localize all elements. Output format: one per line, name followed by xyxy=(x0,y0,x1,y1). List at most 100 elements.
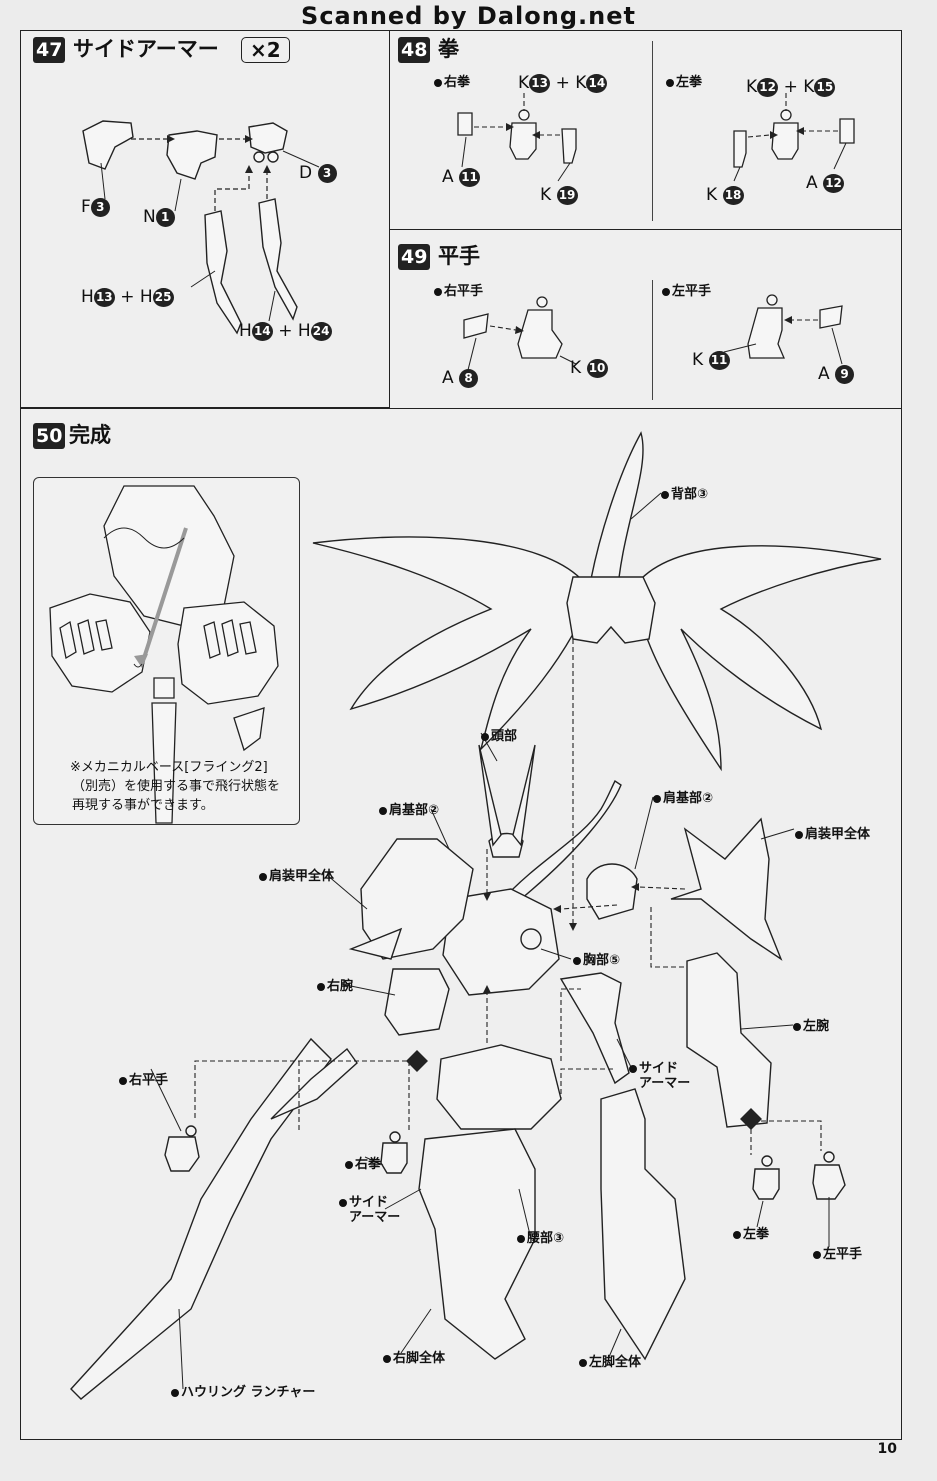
part-k19: K 19 xyxy=(540,185,578,205)
label-shoulder-base-left: 肩基部② xyxy=(653,787,713,806)
label-text: 右平手 xyxy=(129,1073,169,1088)
left-open-hand-label: 左平手 xyxy=(662,280,711,299)
part-letter: K xyxy=(746,77,758,97)
quantity-badge: ×2 xyxy=(241,37,290,63)
label-text: 左脚全体 xyxy=(589,1355,642,1370)
label-text: 右拳 xyxy=(355,1157,382,1172)
label-left-open-hand: 左平手 xyxy=(813,1243,862,1262)
part-number: 25 xyxy=(152,287,174,307)
label-text: 左平手 xyxy=(823,1247,863,1262)
label-text: アーマー xyxy=(349,1210,401,1225)
step-title: 拳 xyxy=(438,37,459,61)
open-hand-assembly-illustration xyxy=(463,294,843,371)
label-text: 右拳 xyxy=(444,75,471,90)
bullet-icon xyxy=(666,78,674,87)
part-a8: A 8 xyxy=(442,368,479,388)
part-number: 10 xyxy=(586,358,608,378)
label-right-leg: 右脚全体 xyxy=(383,1347,445,1366)
part-letter: D xyxy=(299,163,313,183)
page-number: 10 xyxy=(877,1441,897,1457)
part-number: 8 xyxy=(459,368,479,388)
bullet-icon xyxy=(171,1388,179,1397)
label-left-fist: 左拳 xyxy=(733,1223,769,1242)
note-line: （別売）を使用する事で飛行状態を xyxy=(72,779,281,794)
part-number: 18 xyxy=(722,185,744,205)
label-shoulder-armor-left: 肩装甲全体 xyxy=(795,823,870,842)
label-text: 背部③ xyxy=(671,487,709,502)
bullet-icon xyxy=(517,1234,525,1243)
label-text: 左平手 xyxy=(672,284,712,299)
final-assembly-illustration xyxy=(70,431,882,1400)
part-a11: A 11 xyxy=(442,167,481,187)
note-line: ※メカニカルベース[フライング2] xyxy=(70,760,268,775)
part-number: 11 xyxy=(708,350,730,370)
part-number: 9 xyxy=(835,364,855,384)
part-letter: N xyxy=(143,207,156,227)
part-number: 19 xyxy=(556,185,578,205)
part-number: 12 xyxy=(823,173,845,193)
left-fist-label: 左拳 xyxy=(666,71,702,90)
label-launcher: ハウリング ランチャー xyxy=(171,1381,315,1400)
label-back: 背部③ xyxy=(661,483,708,502)
flying-base-note-box: ※メカニカルベース[フライング2] （別売）を使用する事で飛行状態を 再現する事… xyxy=(33,477,300,825)
right-open-hand-label: 右平手 xyxy=(434,280,483,299)
part-letter: K xyxy=(706,185,718,205)
plus-sign: + xyxy=(120,287,135,307)
part-k18: K 18 xyxy=(706,185,744,205)
part-number: 14 xyxy=(251,321,273,341)
fist-assembly-illustration xyxy=(457,93,855,182)
label-text: サイド xyxy=(639,1061,679,1076)
part-a9: A 9 xyxy=(818,364,855,384)
side-armor-assembly-illustration xyxy=(82,120,320,335)
label-right-fist: 右拳 xyxy=(345,1153,381,1172)
part-letter: H xyxy=(139,287,153,307)
bullet-icon xyxy=(339,1198,347,1207)
label-side-armor-upper: サイドアーマー xyxy=(629,1061,690,1091)
label-text: 胸部⑤ xyxy=(583,953,621,968)
part-a12: A 12 xyxy=(806,173,845,193)
part-number: 1 xyxy=(155,207,175,227)
part-number: 13 xyxy=(529,73,551,93)
part-k11: K 11 xyxy=(692,350,730,370)
part-number: 15 xyxy=(814,77,836,97)
part-letter: K xyxy=(540,185,552,205)
label-shoulder-armor-right: 肩装甲全体 xyxy=(259,865,334,884)
label-text: 左拳 xyxy=(743,1227,770,1242)
part-number: 12 xyxy=(757,77,779,97)
label-text: 肩基部② xyxy=(663,791,714,806)
step-number: 50 xyxy=(33,423,66,449)
step-number: 47 xyxy=(33,37,66,63)
label-chest: 胸部⑤ xyxy=(573,949,620,968)
part-k10: K 10 xyxy=(570,358,608,378)
bullet-icon xyxy=(119,1076,127,1085)
part-letter: A xyxy=(818,364,830,384)
bullet-icon xyxy=(579,1358,587,1367)
part-letter: K xyxy=(803,77,815,97)
bullet-icon xyxy=(795,830,803,839)
part-number: 3 xyxy=(90,197,110,217)
bullet-icon xyxy=(662,287,670,296)
part-letter: K xyxy=(570,358,582,378)
label-waist: 腰部③ xyxy=(517,1227,564,1246)
label-text: 肩装甲全体 xyxy=(269,869,335,884)
label-text: 右腕 xyxy=(327,979,354,994)
label-left-leg: 左脚全体 xyxy=(579,1351,641,1370)
bullet-icon xyxy=(434,78,442,87)
bullet-icon xyxy=(813,1250,821,1259)
bullet-icon xyxy=(793,1022,801,1031)
part-number: 3 xyxy=(317,163,337,183)
part-letter: H xyxy=(239,321,252,341)
bullet-icon xyxy=(653,794,661,803)
bullet-icon xyxy=(259,872,267,881)
bullet-icon xyxy=(434,287,442,296)
label-text: 右平手 xyxy=(444,284,484,299)
bullet-icon xyxy=(733,1230,741,1239)
bullet-icon xyxy=(317,982,325,991)
plus-sign: + xyxy=(278,321,293,341)
part-letter: A xyxy=(442,167,454,187)
